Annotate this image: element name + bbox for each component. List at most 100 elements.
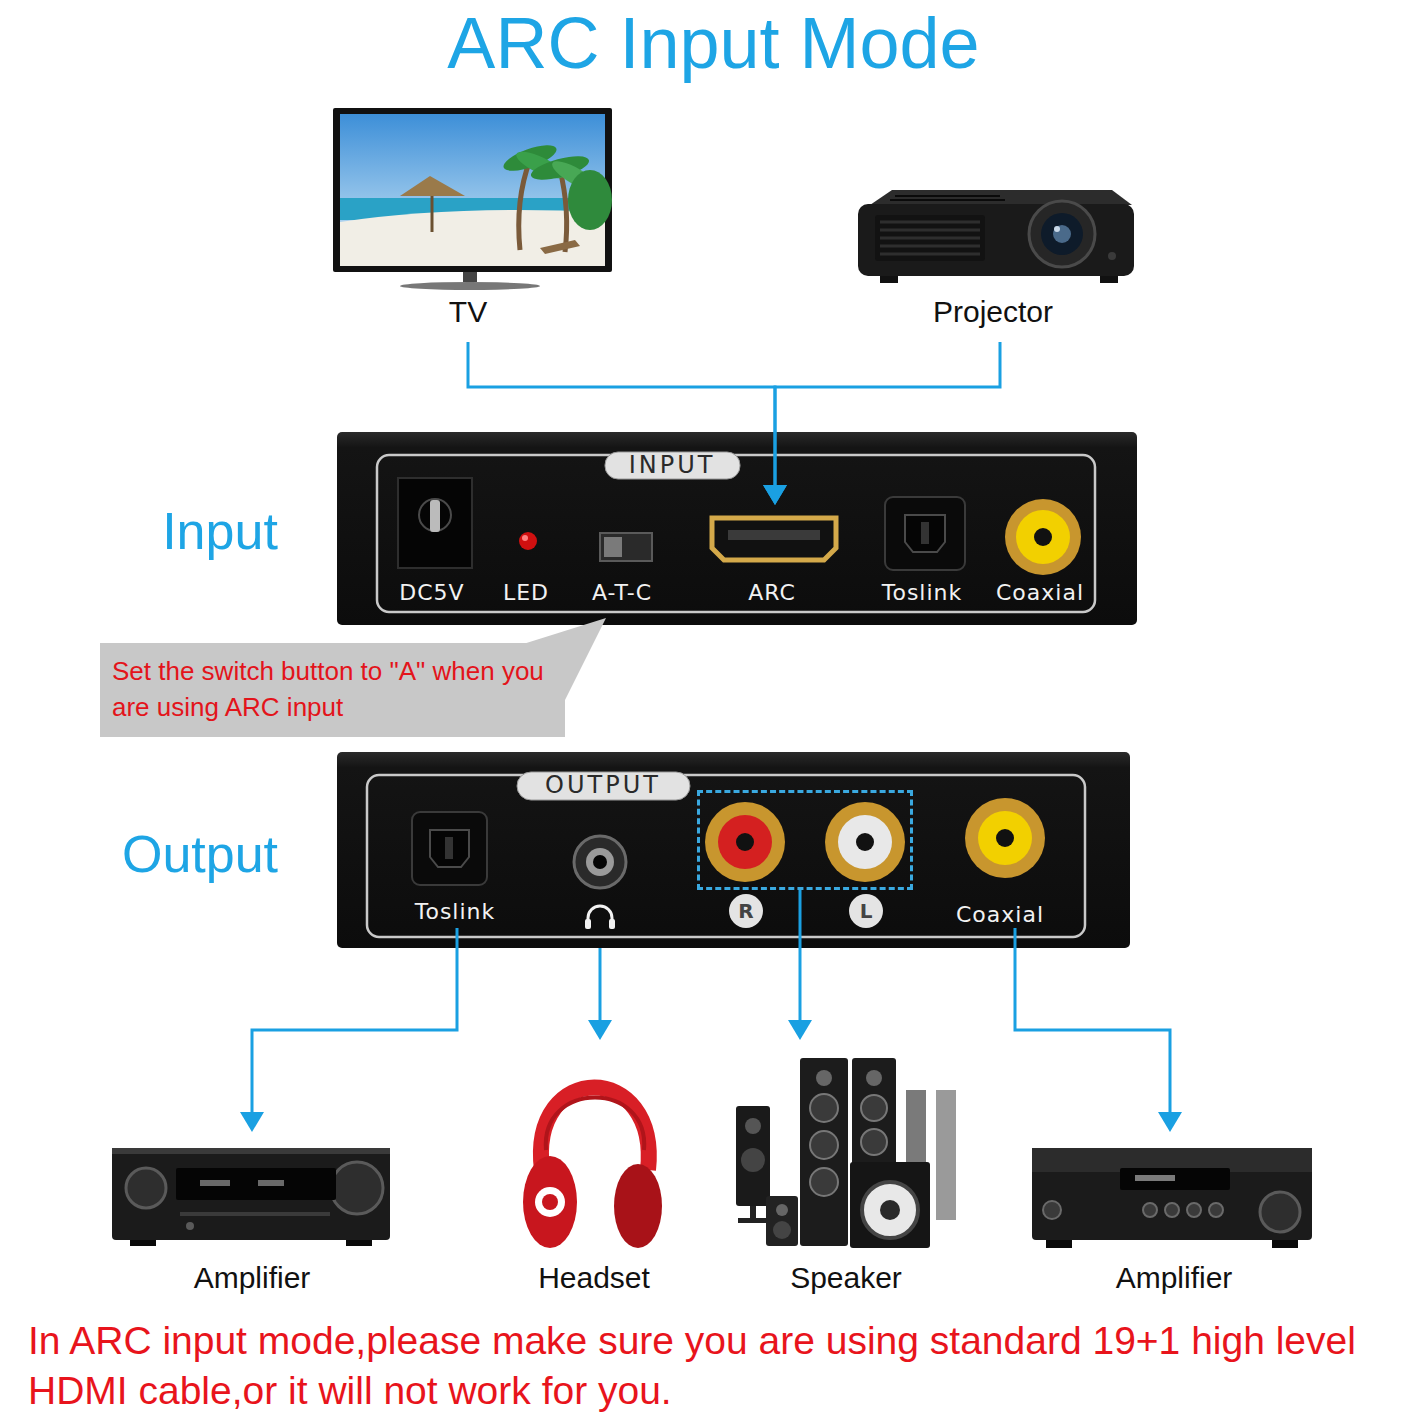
- rca-jack-left: [838, 815, 892, 869]
- caption-note: In ARC input mode,please make sure you a…: [28, 1316, 1413, 1416]
- port-box: DC5V: [390, 474, 480, 606]
- input-panel-housing: [337, 432, 1137, 625]
- connector-line: [252, 928, 457, 1114]
- speaker-illustration: [861, 1129, 887, 1155]
- amplifier-illustration: [176, 1168, 336, 1200]
- speaker-illustration: [745, 1118, 761, 1134]
- coaxial-jack: [1016, 510, 1070, 564]
- headset-illustration: [523, 1156, 577, 1248]
- projector-illustration: [880, 221, 980, 224]
- speaker-illustration: [736, 1058, 956, 1248]
- amplifier-illustration: [112, 1148, 390, 1154]
- speaker-illustration: [750, 1206, 756, 1220]
- device-label: Amplifier: [194, 1261, 311, 1296]
- coaxial-jack: [1005, 499, 1081, 575]
- rca-jack-right: [718, 815, 772, 869]
- callout-box: Set the switch button to "A" when you ar…: [100, 643, 565, 737]
- signal-connector: [763, 342, 1000, 505]
- coaxial-jack: [965, 798, 1045, 878]
- toslink-port: [430, 830, 469, 867]
- amplifier-illustration: [1120, 1168, 1230, 1190]
- projector-illustration: [1054, 226, 1060, 232]
- signal-connector: [1015, 928, 1182, 1132]
- signal-connector: [240, 928, 457, 1132]
- dc-socket: [419, 499, 451, 531]
- port-group-box: RL: [697, 790, 913, 890]
- amplifier-illustration: [1135, 1175, 1175, 1181]
- headphone-jack: [609, 919, 615, 929]
- dc-socket: [398, 478, 472, 568]
- toslink-port: [412, 812, 487, 885]
- rca-jack-right: [705, 802, 785, 882]
- dc-socket: [398, 478, 472, 568]
- channel-badge: R: [729, 894, 763, 928]
- port-label: Toslink: [415, 899, 496, 924]
- amplifier-illustration: [1272, 1240, 1298, 1248]
- headphone-jack: [585, 919, 591, 929]
- amplifier-illustration: [186, 1222, 194, 1230]
- hdmi-port: [712, 518, 836, 560]
- projector-illustration: [1029, 201, 1095, 267]
- panel-tab-label: INPUT: [629, 452, 716, 480]
- amplifier-illustration: [258, 1180, 284, 1186]
- tv-illustration: [463, 272, 477, 282]
- headset-illustration: [541, 1088, 649, 1171]
- channel-badge: L: [849, 894, 883, 928]
- arrow-head: [1158, 1112, 1182, 1132]
- amplifier-illustration: [112, 1148, 390, 1240]
- led-light: [519, 532, 537, 550]
- speaker-illustration: [866, 1070, 882, 1086]
- arrow-head: [763, 485, 787, 505]
- output-panel-housing: [337, 752, 1130, 948]
- input-panel-housing: [337, 432, 1137, 625]
- amplifier-illustration: [200, 1180, 230, 1186]
- speaker-illustration: [810, 1131, 838, 1159]
- port-box: Coaxial: [988, 492, 1092, 606]
- device-box: Speaker: [728, 1040, 968, 1297]
- port-box: LED: [495, 520, 559, 606]
- speaker-illustration: [800, 1058, 848, 1246]
- arrow-head: [788, 1020, 812, 1040]
- device-box: Amplifier: [108, 1132, 394, 1297]
- rca-jack-left: [825, 802, 905, 882]
- headphone-jack: [588, 906, 612, 924]
- device-box: Amplifier: [1028, 1132, 1316, 1297]
- slide-switch: [600, 533, 652, 561]
- device-label: Amplifier: [1116, 1261, 1233, 1296]
- speaker-illustration: [736, 1106, 770, 1206]
- rca-jack-right: [705, 802, 785, 882]
- headset-illustration: [542, 1194, 558, 1210]
- speaker-illustration: [738, 1218, 768, 1223]
- speaker-illustration: [861, 1095, 887, 1121]
- coaxial-jack: [978, 811, 1032, 865]
- projector-illustration: [890, 199, 1005, 201]
- amplifier-illustration: [1165, 1203, 1179, 1217]
- signal-connector: [588, 948, 612, 1040]
- rca-jack-left: [856, 833, 874, 851]
- projector-illustration: [875, 215, 985, 261]
- port-label: ARC: [748, 580, 796, 605]
- tv-illustration: [519, 160, 530, 250]
- speaker-illustration: [852, 1058, 896, 1168]
- device-label: Speaker: [790, 1261, 902, 1296]
- tv-illustration: [400, 282, 540, 290]
- port-label: Coaxial: [956, 902, 1044, 927]
- hdmi-port: [728, 530, 820, 540]
- projector-illustration: [880, 276, 898, 283]
- signal-connector: [788, 890, 812, 1040]
- amplifier-illustration: [130, 1240, 156, 1246]
- led-light: [519, 532, 537, 550]
- speaker-illustration: [810, 1168, 838, 1196]
- speaker-illustration: [773, 1221, 791, 1239]
- port-box: Toslink: [400, 800, 510, 928]
- headphone-jack: [593, 855, 607, 869]
- device-label: Headset: [538, 1261, 650, 1296]
- coaxial-jack: [1005, 499, 1081, 575]
- amplifier-illustration: [1187, 1203, 1201, 1217]
- toslink-port: [921, 522, 929, 544]
- amplifier-illustration: [1046, 1240, 1072, 1248]
- tv-illustration: [540, 240, 580, 254]
- slide-switch: [600, 533, 652, 561]
- output-panel-housing: [337, 752, 1130, 948]
- toslink-port: [445, 837, 453, 859]
